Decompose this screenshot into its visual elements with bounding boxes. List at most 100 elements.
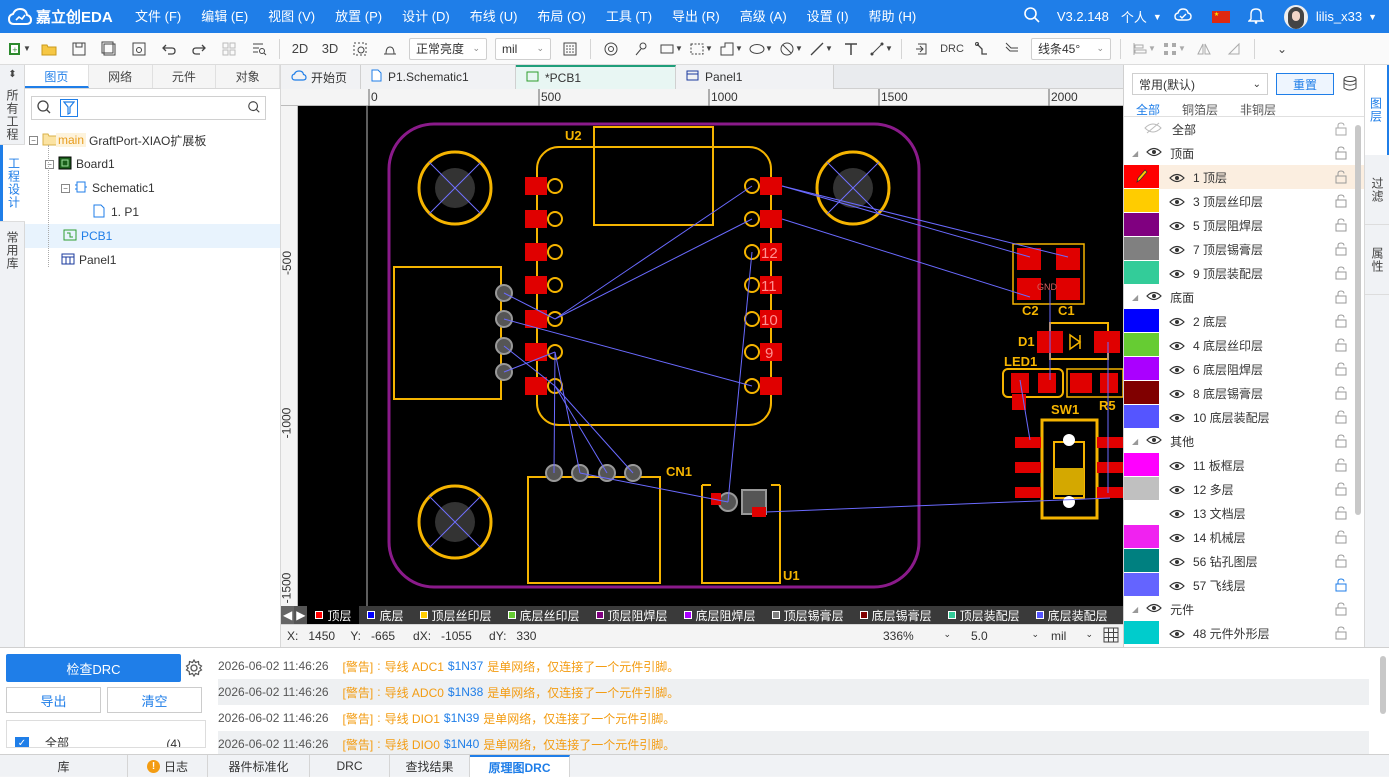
eye-icon[interactable] — [1146, 602, 1163, 616]
lock-open-icon[interactable] — [1334, 506, 1348, 520]
eye-icon[interactable] — [1169, 532, 1185, 543]
layer-row[interactable]: 10 底层装配层 — [1124, 405, 1364, 429]
lock-open-icon[interactable] — [1334, 314, 1348, 328]
view-3d-button[interactable]: 3D — [321, 41, 339, 56]
vtab-layers[interactable]: 图层 — [1365, 65, 1389, 155]
tab-device-standardize[interactable]: 器件标准化 — [208, 755, 310, 777]
tab-nets[interactable]: 网络 — [89, 65, 153, 88]
component-u1[interactable] — [701, 484, 781, 584]
layer-row[interactable]: 14 机械层 — [1124, 525, 1364, 549]
layer-row[interactable]: 56 钻孔图层 — [1124, 549, 1364, 573]
grid-array-icon[interactable] — [217, 37, 241, 61]
log-net-link[interactable]: $1N38 — [447, 685, 484, 699]
layer-color-swatch[interactable] — [1124, 621, 1159, 645]
eye-icon[interactable] — [1169, 580, 1185, 591]
layer-bar-item[interactable]: 底层 — [359, 606, 411, 624]
layer-bar-item[interactable]: 顶层阻焊层 — [588, 606, 676, 624]
gear-icon[interactable] — [185, 658, 203, 680]
text-icon[interactable] — [839, 37, 863, 61]
layer-group-row[interactable]: ◢底面 — [1124, 285, 1364, 309]
layer-row[interactable]: 12 多层 — [1124, 477, 1364, 501]
grid-toggle-icon[interactable] — [1103, 627, 1119, 646]
eye-icon[interactable] — [1169, 220, 1185, 231]
vtab-project-design[interactable]: 工程设计 — [0, 145, 25, 221]
layer-filter-copper[interactable]: 铜箔层 — [1182, 103, 1219, 117]
layer-settings-icon[interactable] — [1342, 75, 1358, 96]
lock-open-icon[interactable] — [1334, 458, 1348, 472]
bell-icon[interactable] — [1247, 6, 1265, 27]
eye-icon[interactable] — [1169, 172, 1185, 183]
filter-icon[interactable] — [60, 99, 78, 117]
route-track-icon[interactable] — [970, 37, 994, 61]
menu-place[interactable]: 放置 (P) — [335, 9, 383, 24]
layer-row-all[interactable]: 全部 — [1124, 117, 1364, 141]
lock-open-icon[interactable] — [1334, 146, 1348, 160]
status-unit-select[interactable]: mil⌄ — [1045, 629, 1099, 643]
tree-item-board[interactable]: − Board1 — [25, 152, 280, 176]
caret-down-icon[interactable]: ◢ — [1132, 292, 1139, 302]
component-u2[interactable] — [525, 126, 782, 426]
eye-icon[interactable] — [1146, 290, 1163, 304]
open-folder-icon[interactable] — [37, 37, 61, 61]
region-icon[interactable]: ▼ — [689, 37, 713, 61]
layer-color-swatch[interactable] — [1124, 189, 1159, 213]
eye-icon[interactable] — [1169, 556, 1185, 567]
lock-open-icon[interactable] — [1334, 626, 1348, 640]
lock-open-icon[interactable] — [1334, 602, 1348, 616]
no-entry-icon[interactable]: ▼ — [779, 37, 803, 61]
menu-view[interactable]: 视图 (V) — [268, 9, 316, 24]
lock-open-icon[interactable] — [1334, 122, 1348, 136]
redo-icon[interactable] — [187, 37, 211, 61]
tree-item-panel[interactable]: Panel1 — [25, 248, 280, 272]
tab-schematic-drc[interactable]: 原理图DRC — [470, 755, 570, 777]
pin-icon[interactable]: ⬍ — [7, 69, 18, 81]
tab-pages[interactable]: 图页 — [25, 65, 89, 88]
tree-item-project[interactable]: − main GraftPort-XIAO扩展板 — [25, 128, 280, 152]
layer-row[interactable]: 2 底层 — [1124, 309, 1364, 333]
eye-icon[interactable] — [1169, 484, 1185, 495]
log-net-link[interactable]: $1N40 — [443, 737, 480, 751]
eye-off-icon[interactable] — [1144, 122, 1162, 137]
scrollbar-thumb[interactable] — [1355, 125, 1361, 515]
layer-row[interactable]: 6 底层阻焊层 — [1124, 357, 1364, 381]
username[interactable]: lilis_x33 — [1315, 9, 1363, 24]
eye-icon[interactable] — [1169, 340, 1185, 351]
layer-row[interactable]: 5 顶层阻焊层 — [1124, 213, 1364, 237]
layer-bar-item[interactable]: 顶层装配层 — [940, 606, 1028, 624]
collapse-icon[interactable]: − — [61, 183, 70, 193]
lock-open-icon[interactable] — [1334, 194, 1348, 208]
menu-layout[interactable]: 布局 (O) — [537, 9, 586, 24]
eye-icon[interactable] — [1146, 146, 1163, 160]
ellipse-icon[interactable]: ▼ — [749, 37, 773, 61]
layer-row[interactable]: 3 顶层丝印层 — [1124, 189, 1364, 213]
layer-row[interactable]: 57 飞线层 — [1124, 573, 1364, 597]
scrollbar-thumb[interactable] — [1380, 656, 1386, 714]
menu-design[interactable]: 设计 (D) — [402, 9, 450, 24]
log-net-link[interactable]: $1N39 — [443, 711, 480, 725]
tab-log[interactable]: ! 日志 — [128, 755, 208, 777]
via-icon[interactable] — [599, 37, 623, 61]
caret-down-icon[interactable]: ◢ — [1132, 148, 1139, 158]
collapse-icon[interactable]: − — [45, 159, 54, 169]
lock-open-icon[interactable] — [1334, 554, 1348, 568]
lock-open-icon[interactable] — [1334, 338, 1348, 352]
cloud-sync-icon[interactable] — [1174, 7, 1192, 26]
lock-open-icon[interactable] — [1334, 218, 1348, 232]
log-net-link[interactable]: $1N37 — [447, 659, 484, 673]
board-outline-icon[interactable]: ▼ — [719, 37, 743, 61]
layer-group-row[interactable]: ◢其他 — [1124, 429, 1364, 453]
layer-color-swatch[interactable] — [1124, 525, 1159, 549]
layer-row[interactable]: 4 底层丝印层 — [1124, 333, 1364, 357]
lock-icon[interactable] — [1334, 578, 1348, 592]
layer-bar-item[interactable]: 顶层 — [307, 606, 360, 624]
reset-button[interactable]: 重置 — [1276, 73, 1334, 95]
unit-select[interactable]: mil⌄ — [495, 37, 551, 60]
eye-icon[interactable] — [1169, 628, 1185, 639]
layer-filter-non-copper[interactable]: 非铜层 — [1240, 103, 1277, 117]
line-icon[interactable]: ▼ — [809, 37, 833, 61]
flip-horizontal-icon[interactable] — [1192, 37, 1216, 61]
brightness-icon[interactable] — [378, 37, 402, 61]
